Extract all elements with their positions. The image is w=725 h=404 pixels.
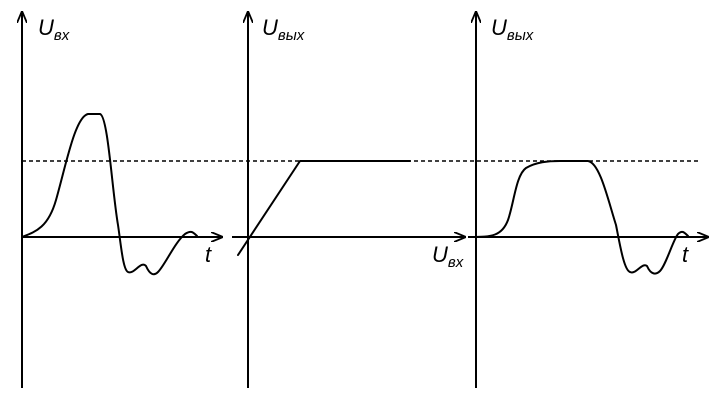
x-axis-label: Uвх — [432, 242, 464, 271]
x-axis-label: t — [682, 242, 689, 267]
y-axis-label: Uвых — [262, 15, 305, 44]
y-axis-label: Uвых — [491, 15, 534, 44]
y-axis-label: Uвх — [38, 15, 70, 44]
panel-input-signal: Uвх t — [22, 12, 222, 388]
x-axis-label: t — [205, 242, 212, 267]
transfer-characteristic-curve — [237, 160, 411, 256]
panel-transfer-characteristic: Uвых Uвх — [232, 12, 465, 388]
panel-output-signal: Uвых t — [468, 12, 708, 388]
output-signal-curve — [469, 160, 689, 275]
input-signal-curve — [21, 113, 198, 276]
